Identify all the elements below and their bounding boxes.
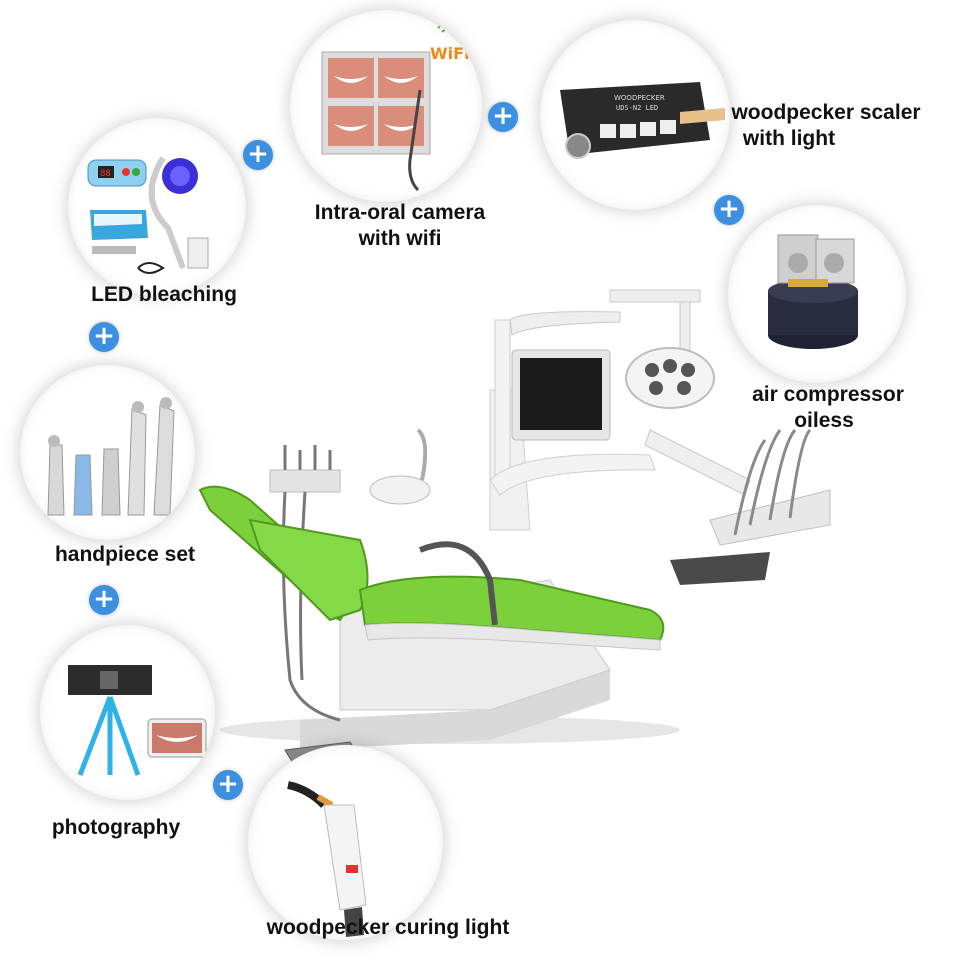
led-bleaching-label: LED bleaching <box>91 283 237 306</box>
led-bleaching-circle: 88 <box>68 118 246 296</box>
air-compressor-circle <box>728 205 906 383</box>
plus-icon: + <box>213 770 243 800</box>
handpiece-set-label: handpiece set <box>54 543 196 566</box>
air-compressor-label-line2: oiless <box>794 409 854 432</box>
air-compressor-image <box>768 234 858 349</box>
intraoral-camera-image <box>321 21 463 192</box>
handpiece-set-image <box>47 397 175 516</box>
plus-icon: + <box>243 140 273 170</box>
dental-chair-unit <box>198 289 831 776</box>
scaler-circle: WOODPECKER UDS-N2 LED <box>540 20 730 210</box>
curing-light-label: woodpecker curing light <box>266 916 510 939</box>
scaler-image <box>560 82 725 159</box>
handpiece-set-circle <box>20 365 195 540</box>
photography-image <box>68 665 207 776</box>
svg-text:88: 88 <box>100 169 111 179</box>
plus-icon: + <box>89 585 119 615</box>
curing-light-image <box>287 781 367 937</box>
plus-icon: + <box>488 102 518 132</box>
intraoral-camera-label-line2: with wifi <box>358 227 442 250</box>
scaler-label-line2: with light <box>742 127 836 150</box>
wifi-badge-text: WiFi <box>430 44 470 63</box>
led-bleaching-image: 88 <box>87 156 209 274</box>
intraoral-camera-label-line1: Intra-oral camera <box>314 201 486 224</box>
plus-icon: + <box>714 195 744 225</box>
photography-label: photography <box>51 816 181 839</box>
scaler-label-line1: woodpecker scaler <box>731 101 921 124</box>
scaler-model-text: UDS-N2 LED <box>616 104 659 112</box>
photography-circle <box>40 625 215 800</box>
curing-light-circle <box>248 745 443 940</box>
plus-icon: + <box>89 322 119 352</box>
scaler-brand-text: WOODPECKER <box>614 94 665 102</box>
intraoral-camera-circle: WiFi <box>290 10 482 202</box>
air-compressor-label-line1: air compressor <box>752 383 904 406</box>
